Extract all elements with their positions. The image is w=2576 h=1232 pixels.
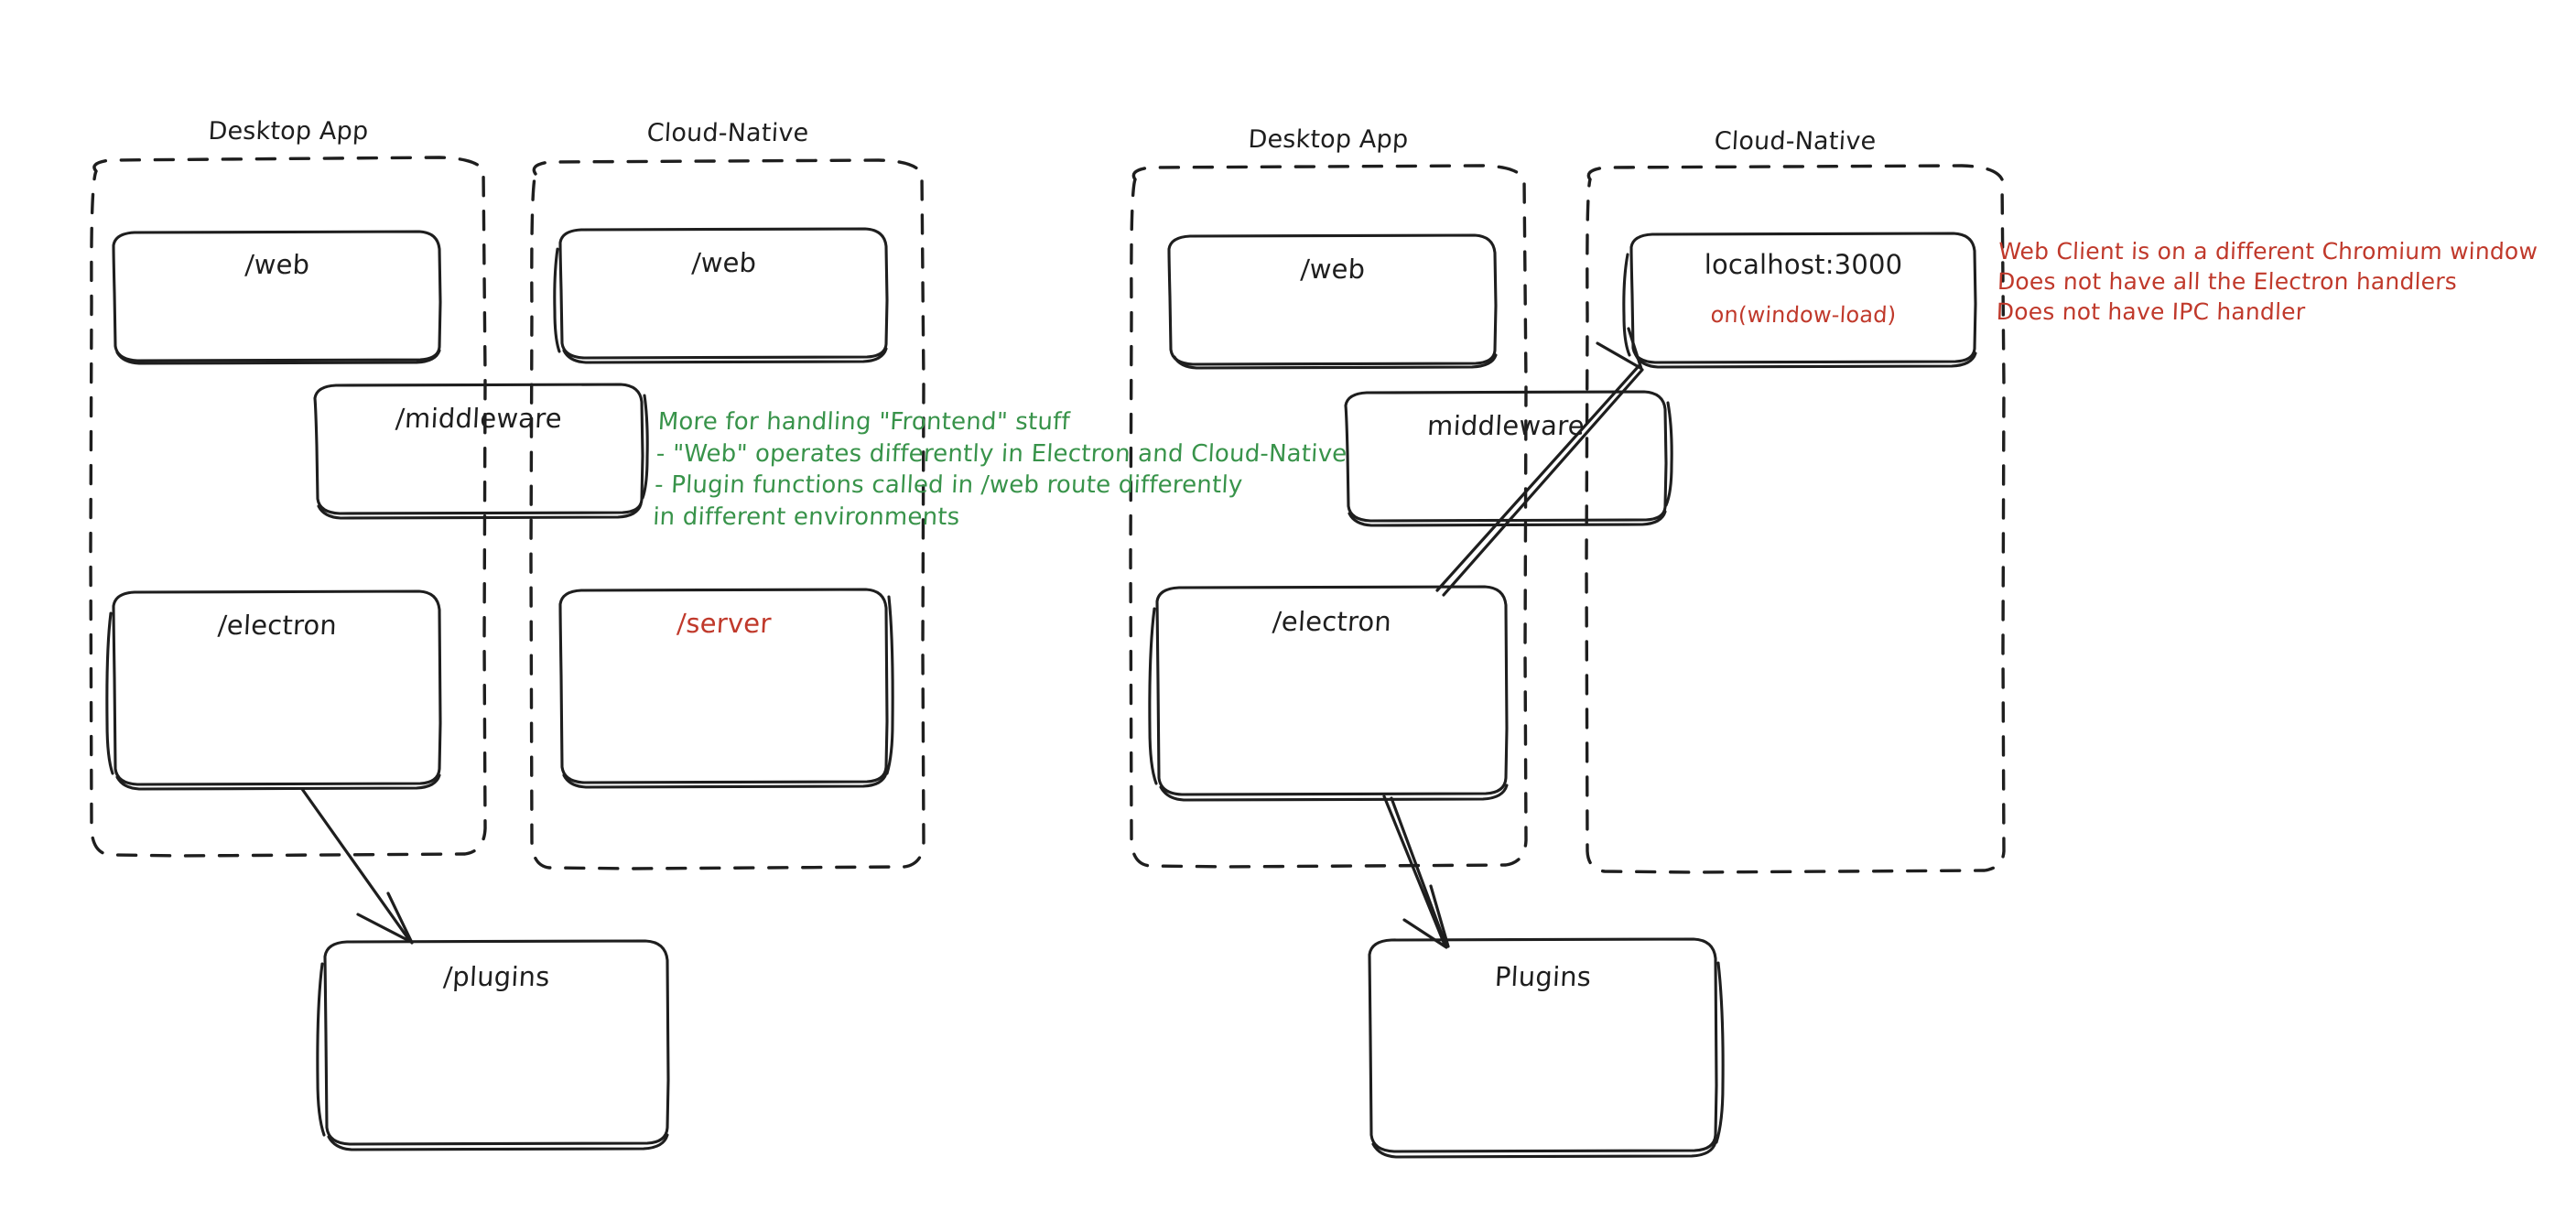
- node-label-right-desktop-web: /web: [1299, 254, 1367, 285]
- annotation-right-red: Web Client is on a different Chromium wi…: [1996, 236, 2566, 327]
- group-label-left-desktop-app: Desktop App: [207, 117, 370, 146]
- annotation-left-line-2: - "Web" operates differently in Electron…: [655, 439, 1348, 468]
- node-label-left-server: /server: [676, 608, 773, 639]
- node-label-right-electron: /electron: [1272, 606, 1392, 637]
- annotation-left-line-1: More for handling "Frontend" stuff: [656, 408, 1071, 436]
- annotation-left-green: More for handling "Frontend" stuff - "Web…: [652, 406, 1372, 533]
- node-label-left-electron: /electron: [217, 610, 338, 641]
- arrow-left-electron-to-plugins: [300, 787, 414, 945]
- annotation-left-line-4: in different environments: [652, 503, 961, 531]
- node-label-left-middleware: /middleware: [395, 403, 563, 434]
- node-label-right-plugins: Plugins: [1493, 961, 1593, 992]
- node-label-right-localhost: localhost:3000: [1704, 249, 1903, 280]
- annotation-left-line-3: - Plugin functions called in /web route …: [654, 471, 1244, 500]
- annotation-right-line-1: Web Client is on a different Chromium wi…: [1997, 238, 2538, 265]
- node-label-right-middleware: middleware: [1426, 410, 1586, 441]
- node-sublabel-right-localhost: on(window-load): [1709, 302, 1898, 328]
- group-label-left-cloud-native: Cloud-Native: [645, 119, 810, 147]
- arrow-right-electron-to-localhost: [1435, 327, 1644, 597]
- annotation-right-line-3: Does not have IPC handler: [1996, 298, 2306, 325]
- node-label-left-plugins: /plugins: [442, 961, 551, 992]
- group-label-right-cloud-native: Cloud-Native: [1713, 127, 1878, 156]
- node-label-left-cloud-web: /web: [690, 247, 758, 278]
- node-label-left-desktop-web: /web: [244, 249, 311, 280]
- group-label-right-desktop-app: Desktop App: [1247, 125, 1410, 154]
- arrow-right-electron-to-plugins: [1382, 794, 1450, 949]
- annotation-right-line-2: Does not have all the Electron handlers: [1997, 268, 2458, 295]
